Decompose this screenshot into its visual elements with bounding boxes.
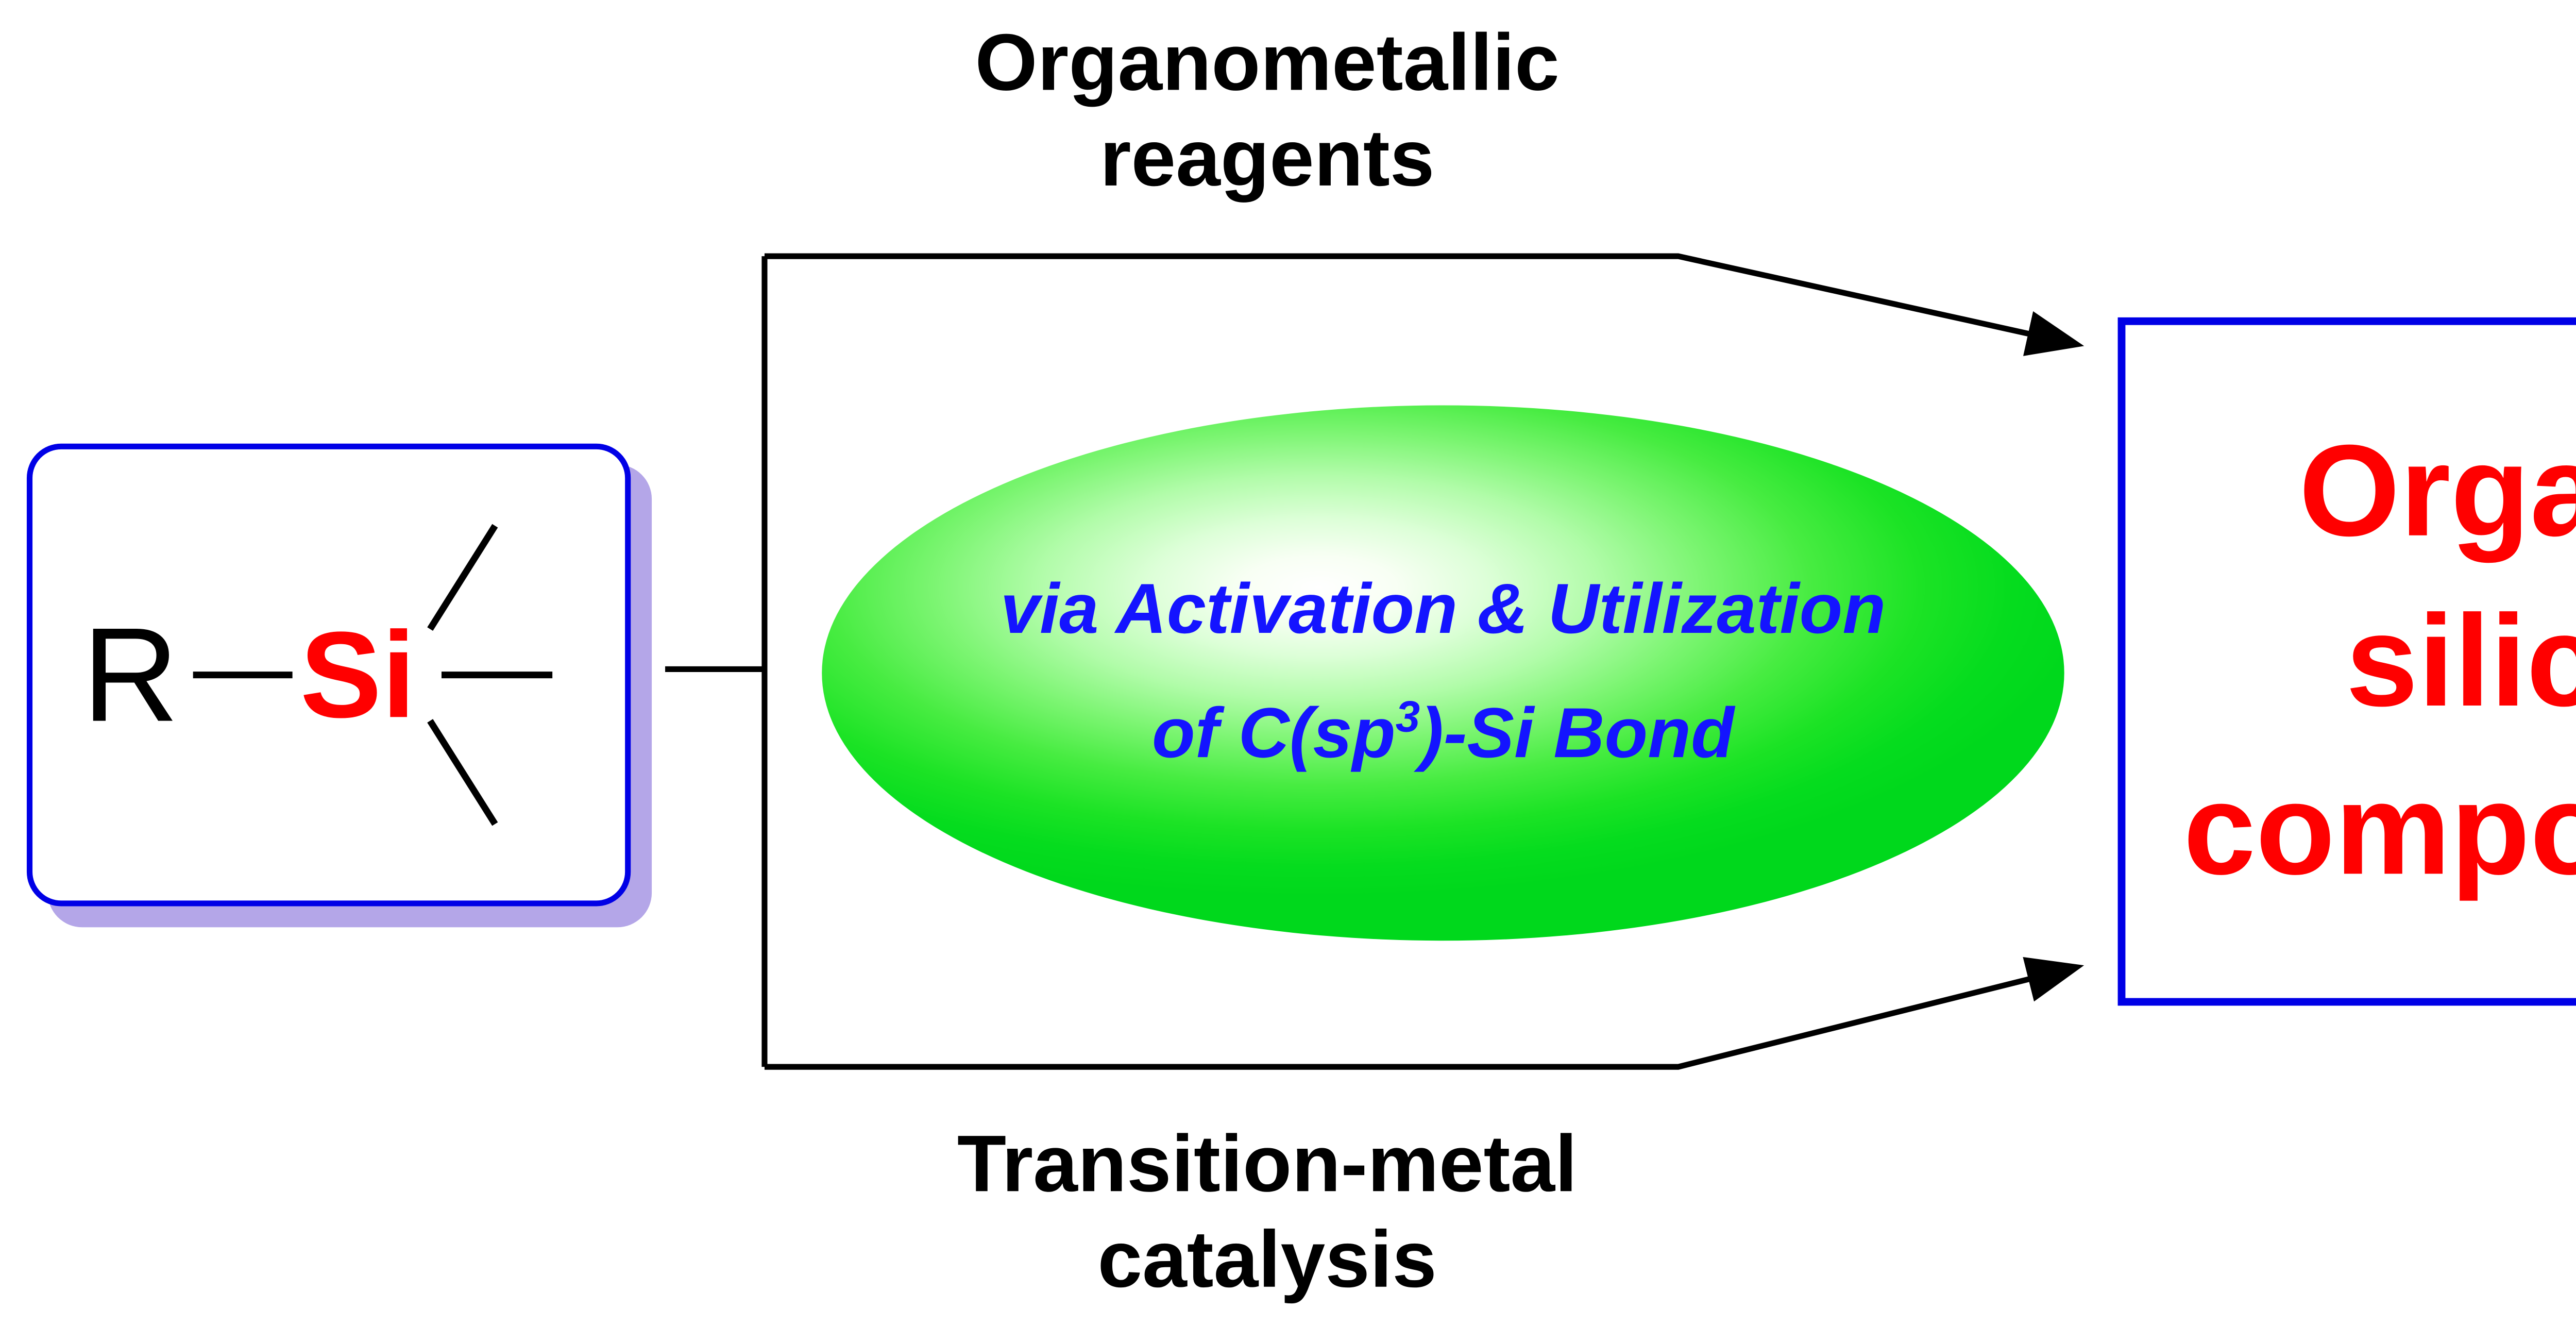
product-text: Organo- silicon compounds [2183,408,2576,915]
si-label: Si [300,606,416,744]
bottom-arrow [764,957,2084,1070]
mechanism-ellipse: via Activation & Utilization of C(sp3)-S… [822,405,2064,941]
top-arrow [764,253,2084,356]
product-text-line3: compounds [2183,757,2576,903]
top-path-label-line1: Organometallic [975,17,1560,107]
mechanism-line2-suffix: )-Si Bond [1420,694,1734,773]
si-upper-bond [427,524,498,631]
bottom-path-label-line1: Transition-metal [957,1118,1578,1209]
mechanism-line2-prefix: of C(sp [1151,694,1396,773]
bottom-path-label-line2: catalysis [1097,1215,1437,1305]
product-box: Organo- silicon compounds [2117,317,2576,1006]
r-group-label: R [82,600,179,750]
product-text-line1: Organo- [2299,419,2576,565]
mechanism-text: via Activation & Utilization of C(sp3)-S… [1001,549,1886,797]
si-lower-bond [427,719,498,826]
left-reagent-box: R Si [26,443,631,907]
bottom-path-label: Transition-metal catalysis [818,1117,1717,1310]
mechanism-text-line1: via Activation & Utilization [1000,570,1886,649]
top-path-label-line2: reagents [1099,113,1435,204]
mechanism-line2-superscript: 3 [1395,691,1420,742]
product-text-line2: silicon [2346,588,2576,734]
top-path-label: Organometallic reagents [818,15,1717,208]
mechanism-text-line2: of C(sp3)-Si Bond [1001,673,1886,797]
bond-lines-svg [193,524,553,826]
